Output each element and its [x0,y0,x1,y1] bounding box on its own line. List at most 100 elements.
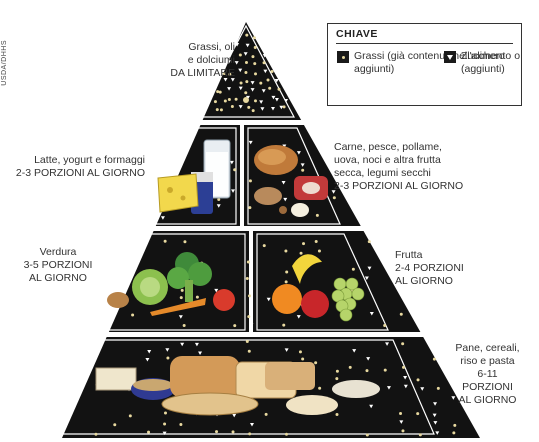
fat-marker [246,260,250,264]
fat-marker [298,350,302,354]
fat-marker [399,411,403,415]
fat-marker [399,312,403,316]
fat-marker [245,80,249,84]
bread-grains-icon [95,356,380,416]
fat-marker [163,411,167,415]
fat-marker [247,105,251,109]
sugar-marker [274,79,279,83]
fat-marker [351,267,355,271]
fat-marker [244,61,248,65]
fat-marker [315,213,319,217]
fat-marker [365,433,369,437]
fat-marker [401,429,405,433]
fat-marker [231,430,235,434]
fat-marker [262,244,266,248]
fat-marker [301,168,305,172]
sugar-marker [284,98,289,103]
sugar-marker [250,81,255,85]
sugar-marker [259,100,264,104]
fat-marker [416,412,420,416]
fat-marker [233,168,237,172]
sugar-marker [435,431,440,435]
meat-fish-eggs-icon [254,145,328,217]
fat-symbol-icon [337,51,349,63]
sugar-marker [232,413,237,418]
fat-marker [262,61,266,65]
separator-band-2 [0,226,539,231]
key-title: CHIAVE [336,28,378,40]
fat-marker [238,53,242,57]
fat-marker [230,105,234,109]
sugar-marker [216,204,221,208]
fat-marker [367,240,371,244]
key-sugar-label: Zucchero (aggiunti) [461,50,505,75]
sugar-marker [364,276,369,280]
sugar-marker [165,348,170,352]
sugar-marker [214,288,219,293]
sugar-marker [160,216,165,220]
sugar-marker [281,180,286,185]
sugar-marker [366,357,371,361]
fat-marker [248,432,252,436]
fat-marker [245,276,249,280]
sugar-marker [451,396,456,400]
fat-marker [299,251,303,255]
fat-marker [285,270,289,274]
label-fats-sweets: Grassi, oli e dolciumi DA LIMITARE [170,41,235,79]
label-vegetables: Verdura 3-5 PORZIONI AL GIORNO [23,246,93,284]
sugar-marker [369,311,374,316]
sugar-marker [284,348,289,352]
fat-marker [215,430,219,434]
label-protein: Carne, pesce, pollame, uova, noci e altr… [334,141,464,192]
fat-marker [314,361,318,365]
sugar-marker [331,190,336,194]
separator-band-3 [0,332,539,337]
fat-marker [432,357,436,361]
sugar-marker [266,297,271,302]
sugar-marker [250,423,255,427]
sugar-marker [296,315,301,319]
sugar-marker [180,342,185,347]
fat-marker [436,386,440,390]
sugar-marker [403,384,408,389]
fat-marker [94,432,98,436]
fat-marker [332,196,336,200]
sugar-marker [230,78,235,82]
fat-marker [195,295,199,299]
fat-marker [270,69,274,73]
key-legend: CHIAVE Grassi (già contenuti nell'alimen… [327,23,522,106]
fat-marker [418,433,422,437]
key-fat-label: Grassi (già contenuti nell'alimento o ag… [354,50,521,75]
fat-marker [244,91,248,95]
fat-marker [317,249,321,253]
fat-marker [266,78,270,82]
fat-marker [335,377,339,381]
sugar-marker [279,105,284,110]
fat-marker [163,422,167,426]
sugar-marker [198,351,203,355]
sugar-marker [261,89,266,93]
fat-marker [182,323,186,327]
fat-marker [218,90,222,94]
fat-marker [128,414,132,418]
fat-marker [222,71,226,75]
dairy-foods-icon [157,139,231,214]
sugar-marker [263,69,268,74]
fat-marker [233,324,237,328]
fat-marker [301,357,305,361]
sugar-marker [296,151,301,155]
fat-marker [179,423,183,427]
fat-marker [348,365,352,369]
fat-marker [179,296,183,300]
sugar-marker [147,349,152,354]
fat-marker [245,33,249,37]
fat-marker [253,46,257,50]
sugar-marker [238,86,243,91]
sugar-marker [432,413,437,418]
sugar-marker [243,52,248,56]
fat-marker [219,108,223,112]
sugar-marker [250,88,255,92]
sugar-marker [248,140,253,145]
fat-marker [247,315,251,319]
